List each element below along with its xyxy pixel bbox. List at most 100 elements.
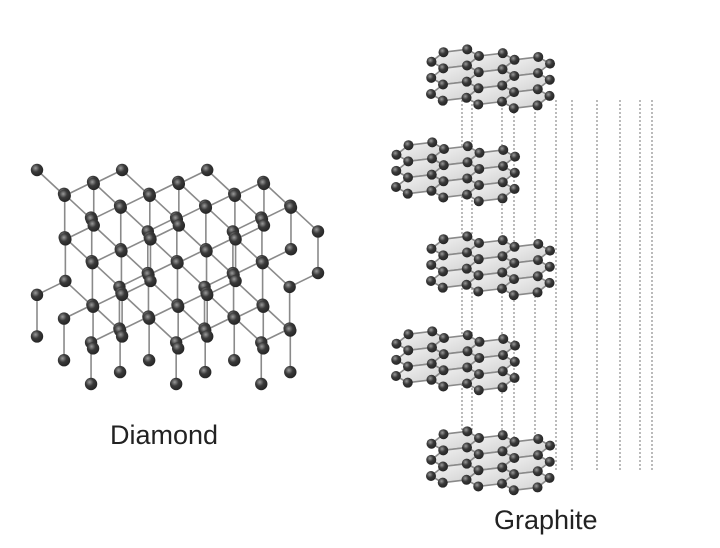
carbon-atom bbox=[57, 354, 71, 367]
carbon-atom bbox=[427, 153, 437, 164]
carbon-atom bbox=[544, 277, 555, 288]
carbon-atom bbox=[497, 193, 508, 204]
carbon-atom bbox=[509, 54, 520, 65]
carbon-atom bbox=[438, 79, 448, 90]
carbon-atom bbox=[461, 279, 472, 290]
carbon-atom bbox=[462, 247, 472, 258]
carbon-atom bbox=[87, 219, 100, 232]
carbon-atom bbox=[462, 346, 473, 357]
carbon-atom bbox=[509, 372, 520, 383]
carbon-atom bbox=[391, 165, 402, 176]
carbon-atom bbox=[438, 445, 449, 456]
carbon-atom bbox=[403, 345, 414, 356]
carbon-atom bbox=[532, 271, 543, 282]
carbon-atom bbox=[438, 192, 449, 203]
carbon-atom bbox=[533, 450, 544, 461]
carbon-atom bbox=[462, 173, 473, 184]
carbon-atom bbox=[473, 481, 484, 492]
carbon-atom bbox=[532, 100, 543, 111]
carbon-atom bbox=[201, 288, 214, 302]
carbon-atom bbox=[473, 270, 484, 281]
carbon-atom bbox=[402, 377, 413, 388]
carbon-atom bbox=[403, 172, 413, 183]
carbon-atom bbox=[474, 163, 485, 174]
carbon-atom bbox=[427, 342, 437, 353]
carbon-atom bbox=[462, 426, 473, 437]
carbon-atom bbox=[84, 377, 98, 391]
carbon-atom bbox=[532, 466, 543, 477]
carbon-atom bbox=[113, 365, 127, 379]
carbon-atom bbox=[115, 163, 129, 177]
carbon-atom bbox=[462, 60, 472, 71]
carbon-atom bbox=[438, 250, 449, 261]
carbon-atom bbox=[462, 442, 472, 453]
carbon-atom bbox=[172, 219, 186, 232]
carbon-atom bbox=[497, 382, 508, 393]
carbon-atom bbox=[497, 48, 508, 59]
carbon-atom bbox=[509, 452, 520, 463]
carbon-atom bbox=[509, 183, 520, 194]
carbon-atom bbox=[461, 92, 472, 103]
diamond-label: Diamond bbox=[110, 420, 219, 450]
carbon-atom bbox=[461, 76, 472, 87]
carbon-atom bbox=[462, 157, 473, 168]
carbon-atom bbox=[426, 374, 437, 385]
carbon-atom bbox=[498, 144, 509, 155]
carbon-atom bbox=[474, 369, 485, 380]
carbon-atom bbox=[284, 201, 298, 214]
carbon-atom bbox=[462, 189, 473, 200]
carbon-atom bbox=[508, 485, 519, 496]
carbon-atom bbox=[391, 182, 401, 192]
carbon-atom bbox=[201, 163, 214, 177]
carbon-atom bbox=[544, 74, 555, 85]
carbon-atom bbox=[30, 163, 44, 177]
carbon-atom bbox=[427, 137, 438, 148]
carbon-atom bbox=[497, 462, 508, 473]
carbon-atom bbox=[284, 365, 297, 379]
carbon-atom bbox=[437, 95, 448, 106]
carbon-atom bbox=[403, 156, 414, 167]
carbon-atom bbox=[87, 177, 100, 191]
carbon-atom bbox=[257, 300, 270, 313]
carbon-atom bbox=[171, 342, 185, 355]
carbon-atom bbox=[284, 243, 298, 256]
carbon-atom bbox=[426, 169, 437, 180]
carbon-atom bbox=[59, 233, 72, 246]
carbon-atom bbox=[508, 103, 519, 114]
carbon-atom bbox=[171, 256, 184, 270]
carbon-atom bbox=[391, 371, 401, 381]
carbon-atom bbox=[255, 377, 268, 391]
carbon-atom bbox=[510, 340, 521, 351]
carbon-atom bbox=[461, 263, 472, 274]
carbon-atom bbox=[461, 474, 472, 485]
carbon-atom bbox=[497, 267, 508, 278]
carbon-atom bbox=[473, 99, 484, 110]
carbon-atom bbox=[115, 288, 129, 302]
carbon-atom bbox=[391, 354, 402, 365]
carbon-atom bbox=[437, 282, 448, 293]
carbon-atom bbox=[427, 326, 438, 337]
carbon-atom bbox=[403, 361, 413, 372]
carbon-atom bbox=[498, 350, 509, 361]
carbon-atom bbox=[257, 177, 271, 191]
carbon-atom bbox=[462, 362, 473, 373]
carbon-atom bbox=[438, 266, 448, 277]
carbon-atom bbox=[438, 63, 449, 74]
carbon-atom bbox=[497, 478, 508, 489]
carbon-atom bbox=[473, 254, 484, 265]
carbon-atom bbox=[438, 349, 449, 360]
carbon-atom bbox=[473, 196, 484, 207]
carbon-atom bbox=[473, 67, 484, 78]
carbon-atom bbox=[462, 378, 473, 389]
carbon-atom bbox=[497, 251, 508, 262]
carbon-atom bbox=[391, 149, 402, 160]
carbon-atom bbox=[533, 433, 544, 444]
carbon-atom bbox=[426, 56, 437, 67]
carbon-atom bbox=[57, 312, 71, 325]
carbon-atom bbox=[544, 261, 555, 272]
carbon-atom bbox=[438, 234, 449, 245]
carbon-atom bbox=[474, 433, 484, 443]
carbon-atom bbox=[201, 330, 214, 343]
carbon-atom bbox=[115, 245, 128, 258]
